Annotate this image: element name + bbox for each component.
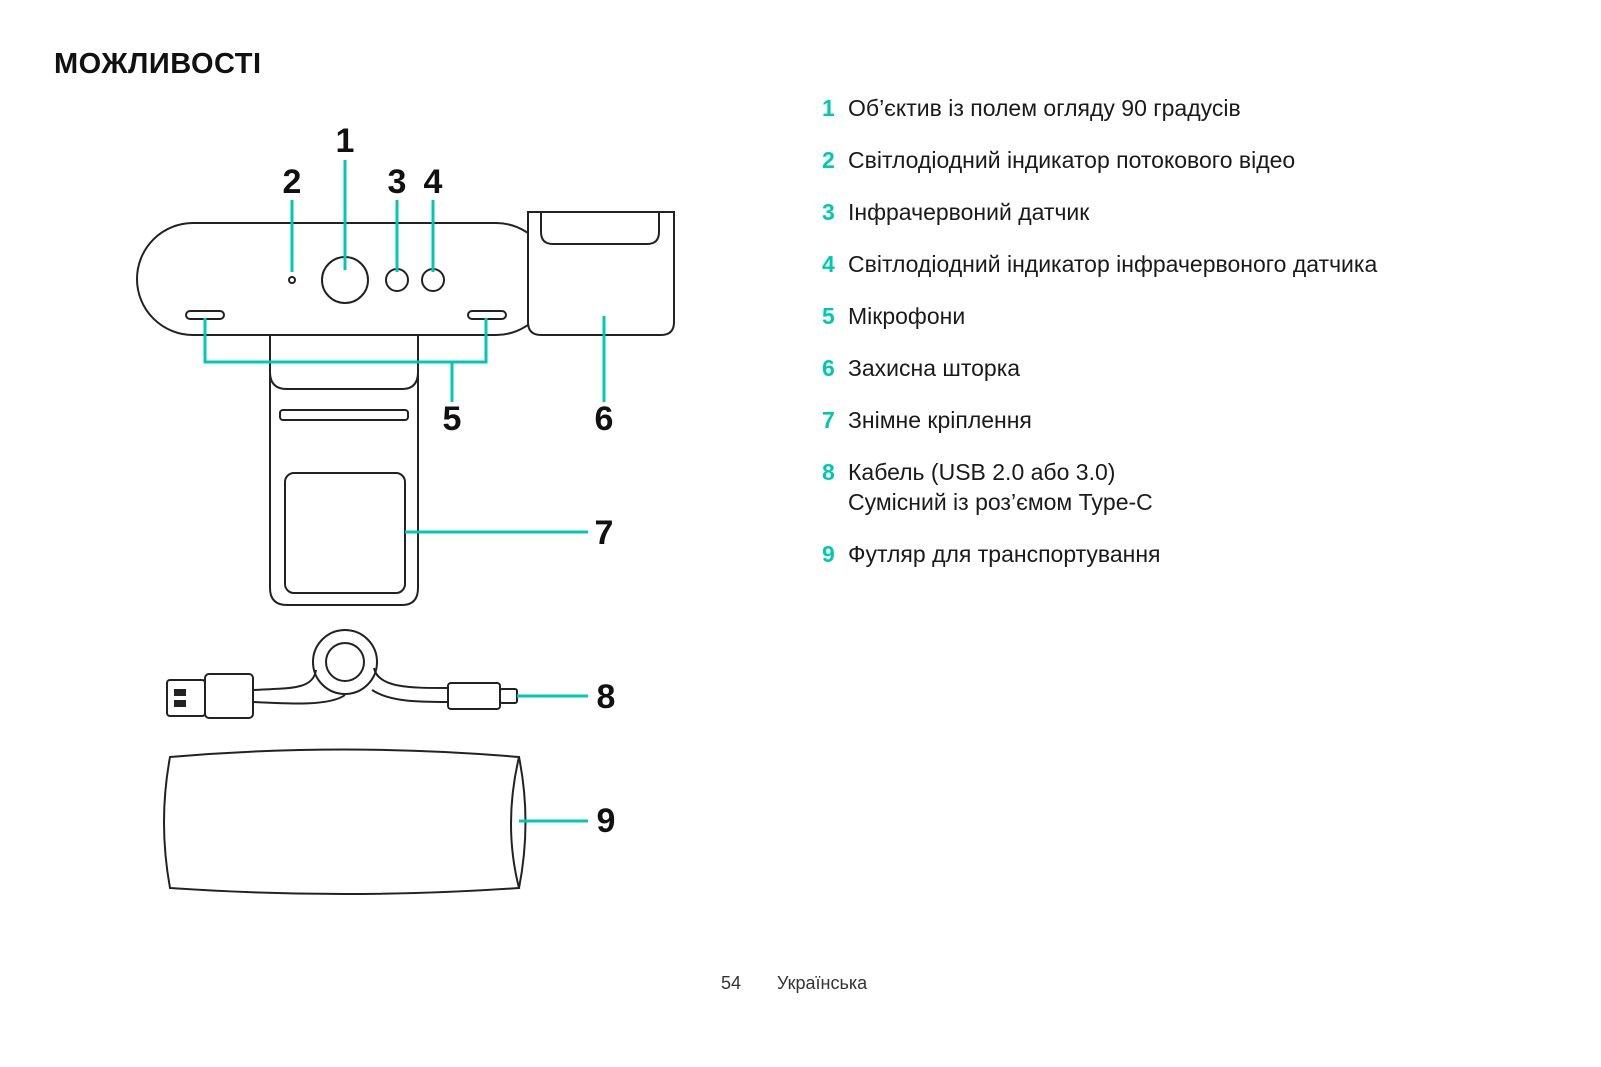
feature-item: 9 Футляр для транспортування xyxy=(822,539,1377,569)
feature-number: 7 xyxy=(822,407,835,433)
feature-text: Світлодіодний індикатор потокового відео xyxy=(848,147,1296,173)
usb-a-housing xyxy=(204,673,254,719)
webcam-diagram: 1 2 3 4 5 6 7 8 9 xyxy=(136,122,675,895)
mount-pad xyxy=(284,472,406,594)
feature-item: 2 Світлодіодний індикатор потокового від… xyxy=(822,145,1377,175)
feature-text-line2: Сумісний із роз’ємом Type-C xyxy=(848,489,1153,515)
feature-text: Об’єктив із полем огляду 90 градусів xyxy=(848,95,1241,121)
feature-number: 4 xyxy=(822,251,835,277)
feature-number: 6 xyxy=(822,355,835,381)
carrying-case xyxy=(163,748,521,895)
callout-4: 4 xyxy=(424,163,443,201)
stream-led xyxy=(288,276,296,284)
callout-1: 1 xyxy=(336,122,355,160)
feature-item: 4 Світлодіодний індикатор інфрачервоного… xyxy=(822,249,1377,279)
mount-stand xyxy=(269,372,419,606)
feature-text: Кабель (USB 2.0 або 3.0) xyxy=(848,459,1116,485)
privacy-shutter xyxy=(527,211,675,336)
feature-text: Захисна шторка xyxy=(848,355,1021,381)
callout-5: 5 xyxy=(443,400,462,438)
callout-2: 2 xyxy=(283,163,302,201)
feature-number: 2 xyxy=(822,147,835,173)
feature-number: 3 xyxy=(822,199,835,225)
feature-item: 6 Захисна шторка xyxy=(822,353,1377,383)
callout-7: 7 xyxy=(595,514,614,552)
footer-language: Українська xyxy=(777,973,868,993)
usb-c-housing xyxy=(447,682,501,710)
feature-text: Мікрофони xyxy=(848,303,966,329)
cable-coil xyxy=(312,629,378,695)
usb-c-plug xyxy=(499,688,518,704)
feature-item: 1 Об’єктив із полем огляду 90 градусів xyxy=(822,93,1377,123)
feature-number: 1 xyxy=(822,95,835,121)
feature-item: 8 Кабель (USB 2.0 або 3.0) Сумісний із р… xyxy=(822,457,1377,517)
feature-number: 9 xyxy=(822,541,835,567)
page-number: 54 xyxy=(721,973,742,993)
mount-slot xyxy=(279,409,409,421)
callout-9: 9 xyxy=(597,802,616,840)
feature-text: Світлодіодний індикатор інфрачервоного д… xyxy=(848,251,1378,277)
feature-list: 1 Об’єктив із полем огляду 90 градусів 2… xyxy=(822,93,1377,591)
feature-item: 5 Мікрофони xyxy=(822,301,1377,331)
callout-6: 6 xyxy=(595,400,614,438)
usb-a-plug xyxy=(166,679,206,717)
page-footer: 54 Українська xyxy=(721,973,867,994)
feature-text: Інфрачервоний датчик xyxy=(848,199,1090,225)
callout-8: 8 xyxy=(597,678,616,716)
feature-text: Футляр для транспортування xyxy=(848,541,1161,567)
page-title: МОЖЛИВОСТІ xyxy=(54,48,262,80)
feature-number: 5 xyxy=(822,303,835,329)
feature-text: Знімне кріплення xyxy=(848,407,1032,433)
feature-item: 7 Знімне кріплення xyxy=(822,405,1377,435)
feature-number: 8 xyxy=(822,459,835,485)
feature-item: 3 Інфрачервоний датчик xyxy=(822,197,1377,227)
callout-3: 3 xyxy=(388,163,407,201)
